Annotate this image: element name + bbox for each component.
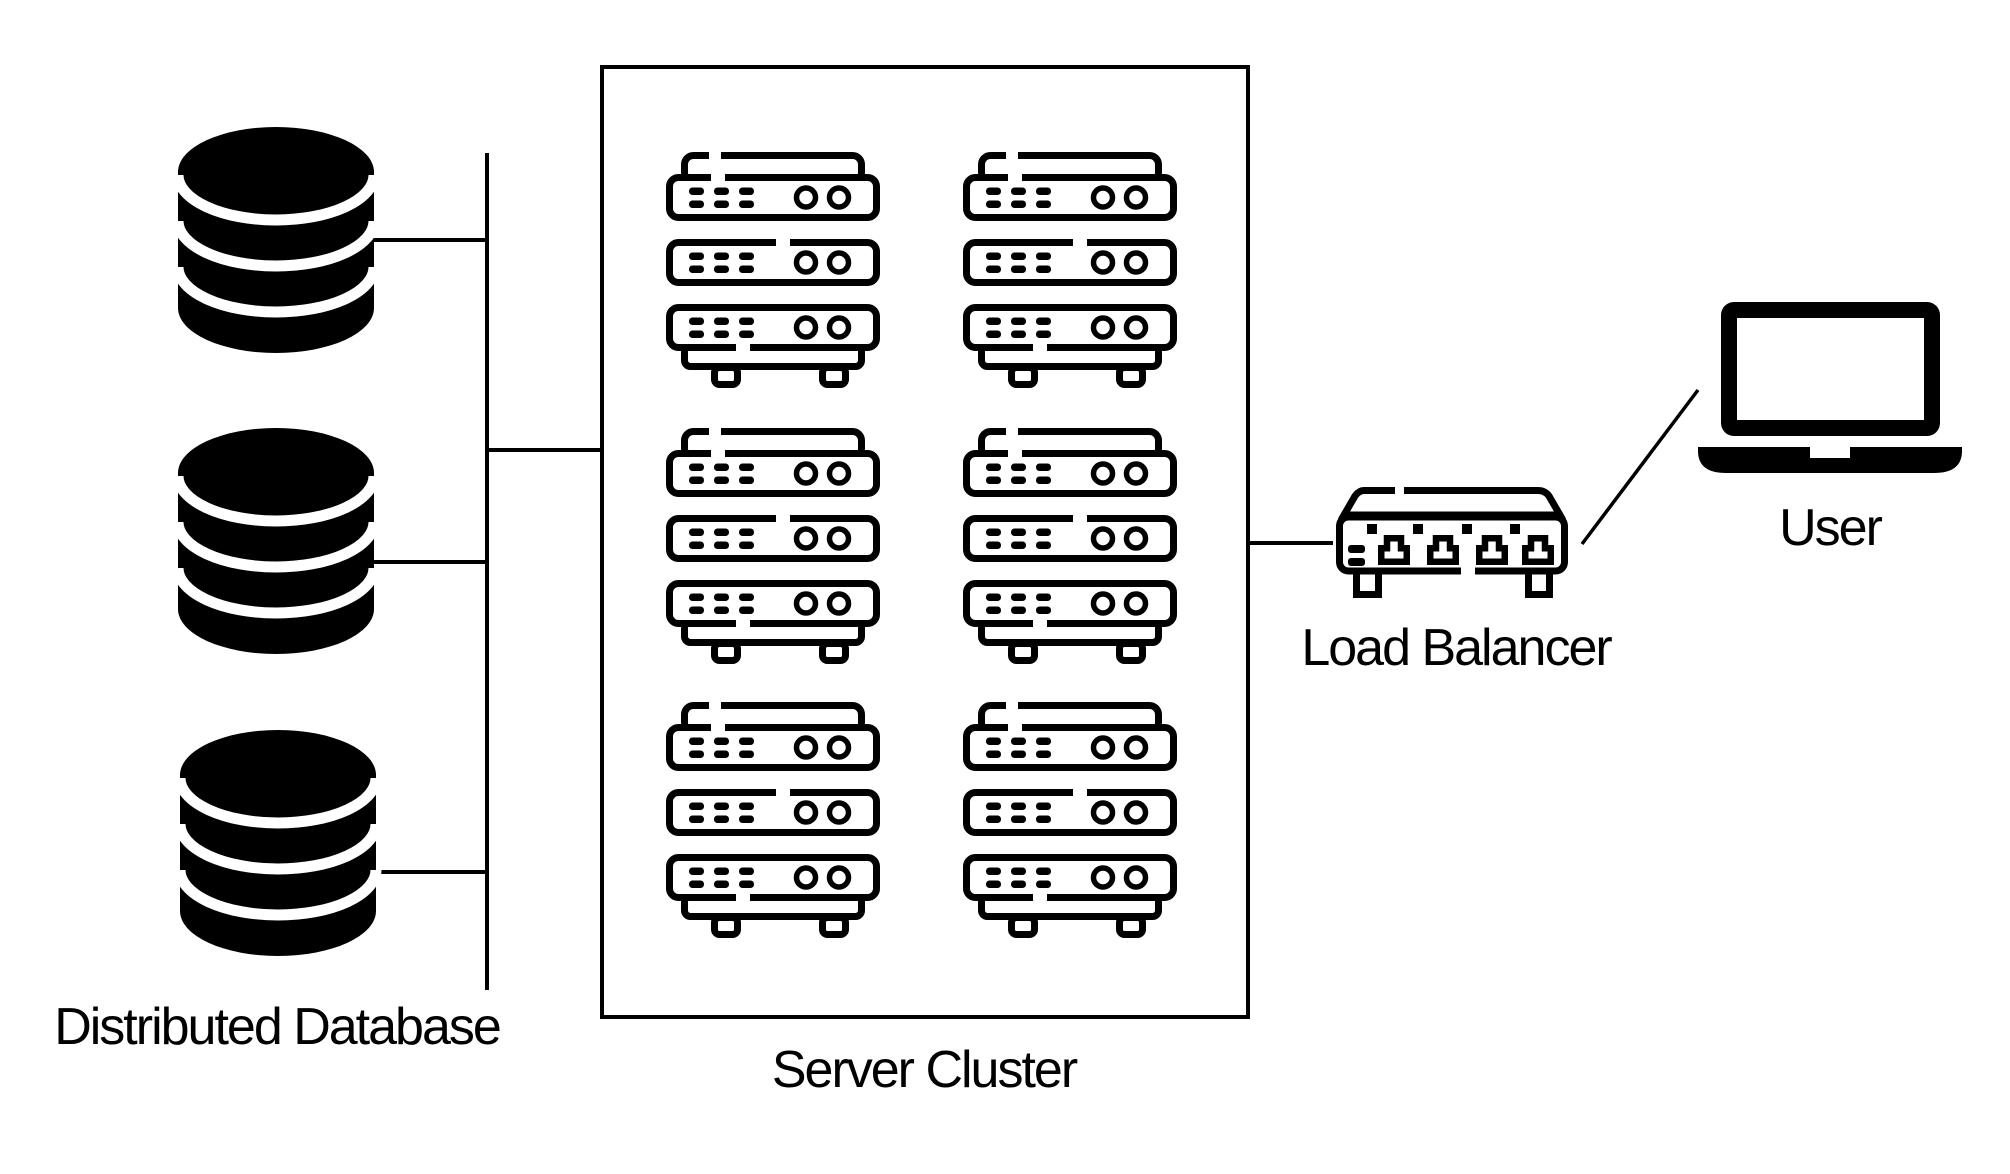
connector-loadbalancer-user [1580, 388, 1700, 546]
server-rack-icon-1 [670, 151, 877, 385]
server-cluster-label: Server Cluster [771, 1041, 1078, 1099]
load-balancer-icon [1340, 486, 1565, 595]
load-balancer-label: Load Balancer [1301, 619, 1612, 677]
server-rack-icon-3 [670, 427, 877, 661]
database-icon-2 [178, 428, 374, 654]
laptop-icon [1698, 302, 1962, 473]
server-rack-icon-5 [670, 701, 877, 935]
server-cluster-box [600, 65, 1250, 1019]
server-rack-icon-2 [967, 151, 1174, 385]
database-icon-3 [180, 730, 376, 956]
connector-lines [373, 153, 1700, 990]
distributed-database-label: Distributed Database [54, 998, 502, 1056]
database-icon-1 [178, 127, 374, 353]
server-rack-icon-4 [967, 427, 1174, 661]
user-label: User [1779, 499, 1883, 557]
server-rack-icon-6 [967, 701, 1174, 935]
